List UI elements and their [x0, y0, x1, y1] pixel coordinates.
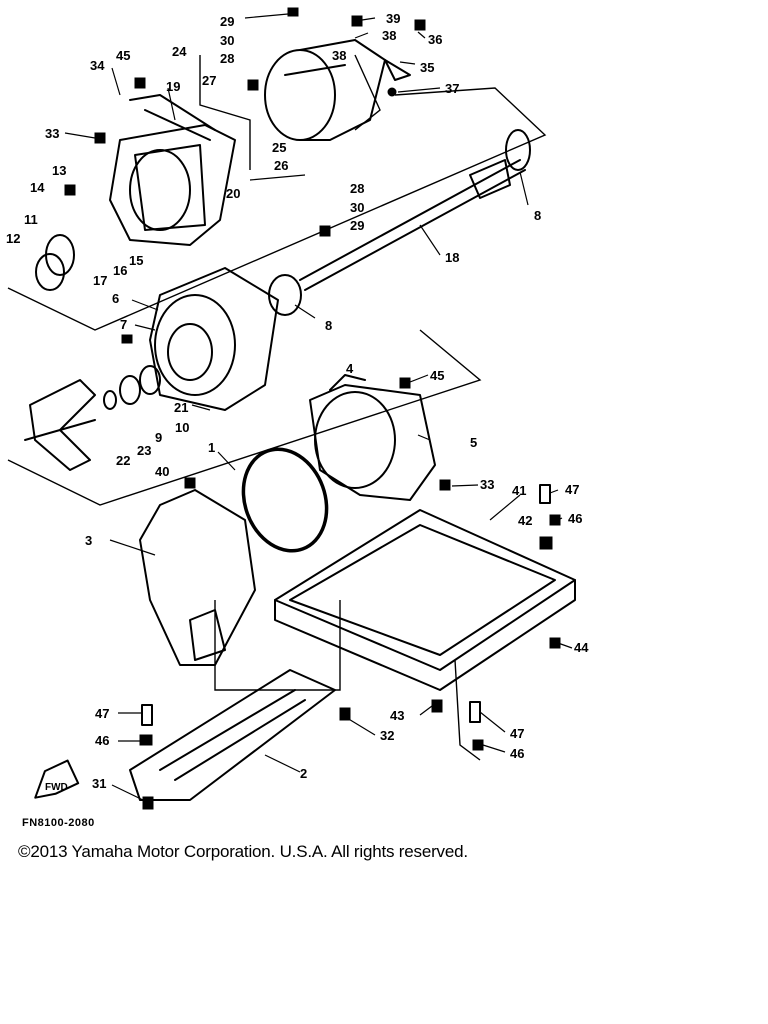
- callout-47b: 47: [95, 706, 109, 721]
- callout-21: 21: [174, 400, 188, 415]
- seal-part: [139, 365, 161, 395]
- forward-direction-arrow: FWD: [34, 759, 80, 799]
- callout-33a: 33: [45, 126, 59, 141]
- callout-19: 19: [166, 79, 180, 94]
- callout-5: 5: [470, 435, 477, 450]
- callout-6: 6: [112, 291, 119, 306]
- bottom-plate-part: [129, 669, 336, 801]
- leader-lines: [64, 13, 573, 801]
- callout-9: 9: [155, 430, 162, 445]
- callout-44: 44: [574, 640, 589, 655]
- callout-22: 22: [116, 453, 130, 468]
- callout-47a: 47: [565, 482, 579, 497]
- parts-exploded-diagram: FWD 29: [6, 7, 589, 829]
- callout-25: 25: [272, 140, 286, 155]
- impeller-part: [24, 379, 96, 471]
- callout-46b: 46: [95, 733, 109, 748]
- callout-29a: 29: [220, 14, 234, 29]
- callout-23: 23: [137, 443, 151, 458]
- callout-47c: 47: [510, 726, 524, 741]
- callout-46c: 46: [510, 746, 524, 761]
- callout-28a: 28: [220, 51, 234, 66]
- callout-24: 24: [172, 44, 187, 59]
- callout-1: 1: [208, 440, 215, 455]
- steering-nozzle-part: [264, 39, 386, 141]
- callout-26: 26: [274, 158, 288, 173]
- callout-38a: 38: [382, 28, 396, 43]
- callout-45b: 45: [430, 368, 444, 383]
- callout-7: 7: [120, 317, 127, 332]
- callout-20: 20: [226, 186, 240, 201]
- callout-2: 2: [300, 766, 307, 781]
- callout-4: 4: [346, 361, 354, 376]
- callout-10: 10: [175, 420, 189, 435]
- callout-15: 15: [129, 253, 143, 268]
- callout-39: 39: [386, 11, 400, 26]
- callout-labels: 29 30 28 24 27 39 38 36 38 35 37 45 34 1…: [6, 11, 589, 829]
- drive-shaft-part: [299, 129, 531, 291]
- gasket-ring-part: [241, 447, 329, 553]
- callout-13: 13: [52, 163, 66, 178]
- copyright-notice: ©2013 Yamaha Motor Corporation. U.S.A. A…: [18, 842, 468, 861]
- callout-30b: 30: [350, 200, 364, 215]
- callout-45a: 45: [116, 48, 130, 63]
- callout-38b: 38: [332, 48, 346, 63]
- fwd-label: FWD: [45, 782, 68, 793]
- callout-33b: 33: [480, 477, 494, 492]
- impeller-housing-part: [149, 267, 279, 411]
- callout-30a: 30: [220, 33, 234, 48]
- intake-duct-part: [309, 374, 436, 501]
- callout-8a: 8: [534, 208, 541, 223]
- pump-housing-part: [109, 94, 236, 246]
- callout-43: 43: [390, 708, 404, 723]
- ride-plate-cover-part: [139, 489, 256, 666]
- callout-41: 41: [512, 483, 526, 498]
- callout-37: 37: [445, 81, 459, 96]
- seal-part: [119, 375, 141, 405]
- callout-32: 32: [380, 728, 394, 743]
- callout-11: 11: [24, 212, 38, 227]
- mounting-frame-part: [274, 509, 576, 691]
- assembly-outline-boxes: [7, 54, 547, 761]
- callout-8b: 8: [325, 318, 332, 333]
- callout-18: 18: [445, 250, 459, 265]
- callout-42: 42: [518, 513, 532, 528]
- callout-27: 27: [202, 73, 216, 88]
- callout-40: 40: [155, 464, 169, 479]
- callout-35: 35: [420, 60, 434, 75]
- callout-28b: 28: [350, 181, 364, 196]
- callout-12: 12: [6, 231, 20, 246]
- callout-17: 17: [93, 273, 107, 288]
- callout-29b: 29: [350, 218, 364, 233]
- callout-34: 34: [90, 58, 105, 73]
- callout-31: 31: [92, 776, 106, 791]
- callout-16: 16: [113, 263, 127, 278]
- drawing-code: FN8100-2080: [22, 817, 95, 829]
- washer-part: [103, 390, 117, 410]
- hardware-glyphs: [35, 7, 561, 810]
- bearing-part: [268, 274, 302, 316]
- callout-36: 36: [428, 32, 442, 47]
- callout-14: 14: [30, 180, 45, 195]
- callout-3: 3: [85, 533, 92, 548]
- callout-46a: 46: [568, 511, 582, 526]
